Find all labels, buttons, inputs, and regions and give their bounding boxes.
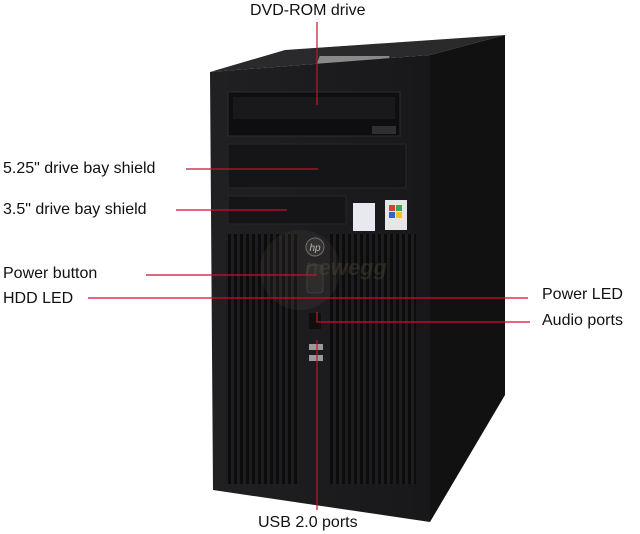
hp-logo: hp: [309, 243, 321, 254]
label-hdd-led: HDD LED: [3, 290, 74, 307]
dvd-tray-slot: [233, 97, 395, 119]
label-audio-ports: Audio ports: [542, 312, 623, 329]
label-power-button: Power button: [3, 265, 98, 282]
audio-ports-panel: [309, 313, 321, 329]
power-button-shape: [306, 264, 324, 294]
label-usb-ports: USB 2.0 ports: [258, 514, 358, 531]
usb-port-1: [309, 344, 323, 350]
watermark-text: newegg: [305, 255, 387, 280]
leader-lines: [88, 22, 530, 510]
leader-audio-ports: [316, 312, 530, 323]
case-top: [210, 35, 505, 72]
watermark-circle: [260, 230, 340, 310]
usb-port-2: [309, 355, 323, 361]
label-dvd-rom-drive: DVD-ROM drive: [250, 2, 366, 19]
case-side: [430, 35, 505, 522]
hp-logo-badge: [305, 237, 325, 257]
label-35-drive-bay-shield: 3.5" drive bay shield: [3, 201, 147, 218]
label-525-drive-bay-shield: 5.25" drive bay shield: [3, 160, 156, 177]
dvd-eject-button: [372, 126, 396, 134]
bay-525-shield: [227, 143, 407, 189]
label-power-led: Power LED: [542, 286, 623, 303]
intel-sticker: [353, 203, 375, 231]
